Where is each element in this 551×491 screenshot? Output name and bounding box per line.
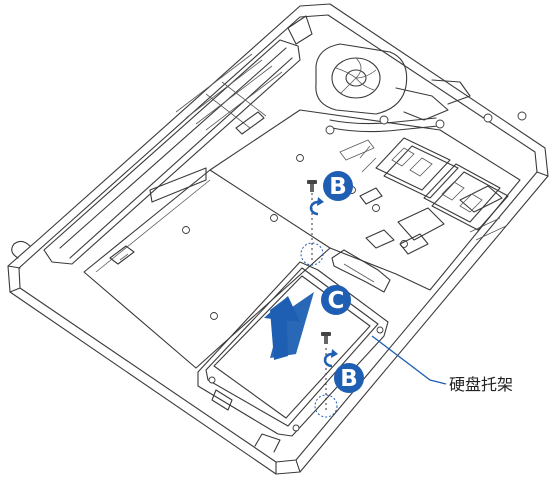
callout-b-top: B [323,171,353,201]
callout-b-top-letter: B [329,174,347,200]
hdd-tray-label: 硬盘托架 [449,375,513,394]
cooling-fan [315,43,471,121]
callout-b-bottom: B [334,363,364,393]
label-leader-line [371,335,447,385]
callout-c-middle: C [321,285,351,315]
counterclockwise-arrow-icon [323,349,338,368]
motherboard [182,109,527,320]
ram-modules [359,137,509,231]
hdd-tray [197,249,391,437]
battery-compartment [43,15,313,265]
slide-up-arrow-icon [264,292,314,360]
counterclockwise-arrow-icon [309,197,324,216]
screw-icon [307,180,317,192]
callout-b-bottom-letter: B [340,366,358,392]
storage-bay [83,169,331,369]
screw-icon [321,332,331,344]
laptop-chassis [7,3,549,475]
callout-c-middle-letter: C [328,288,345,314]
